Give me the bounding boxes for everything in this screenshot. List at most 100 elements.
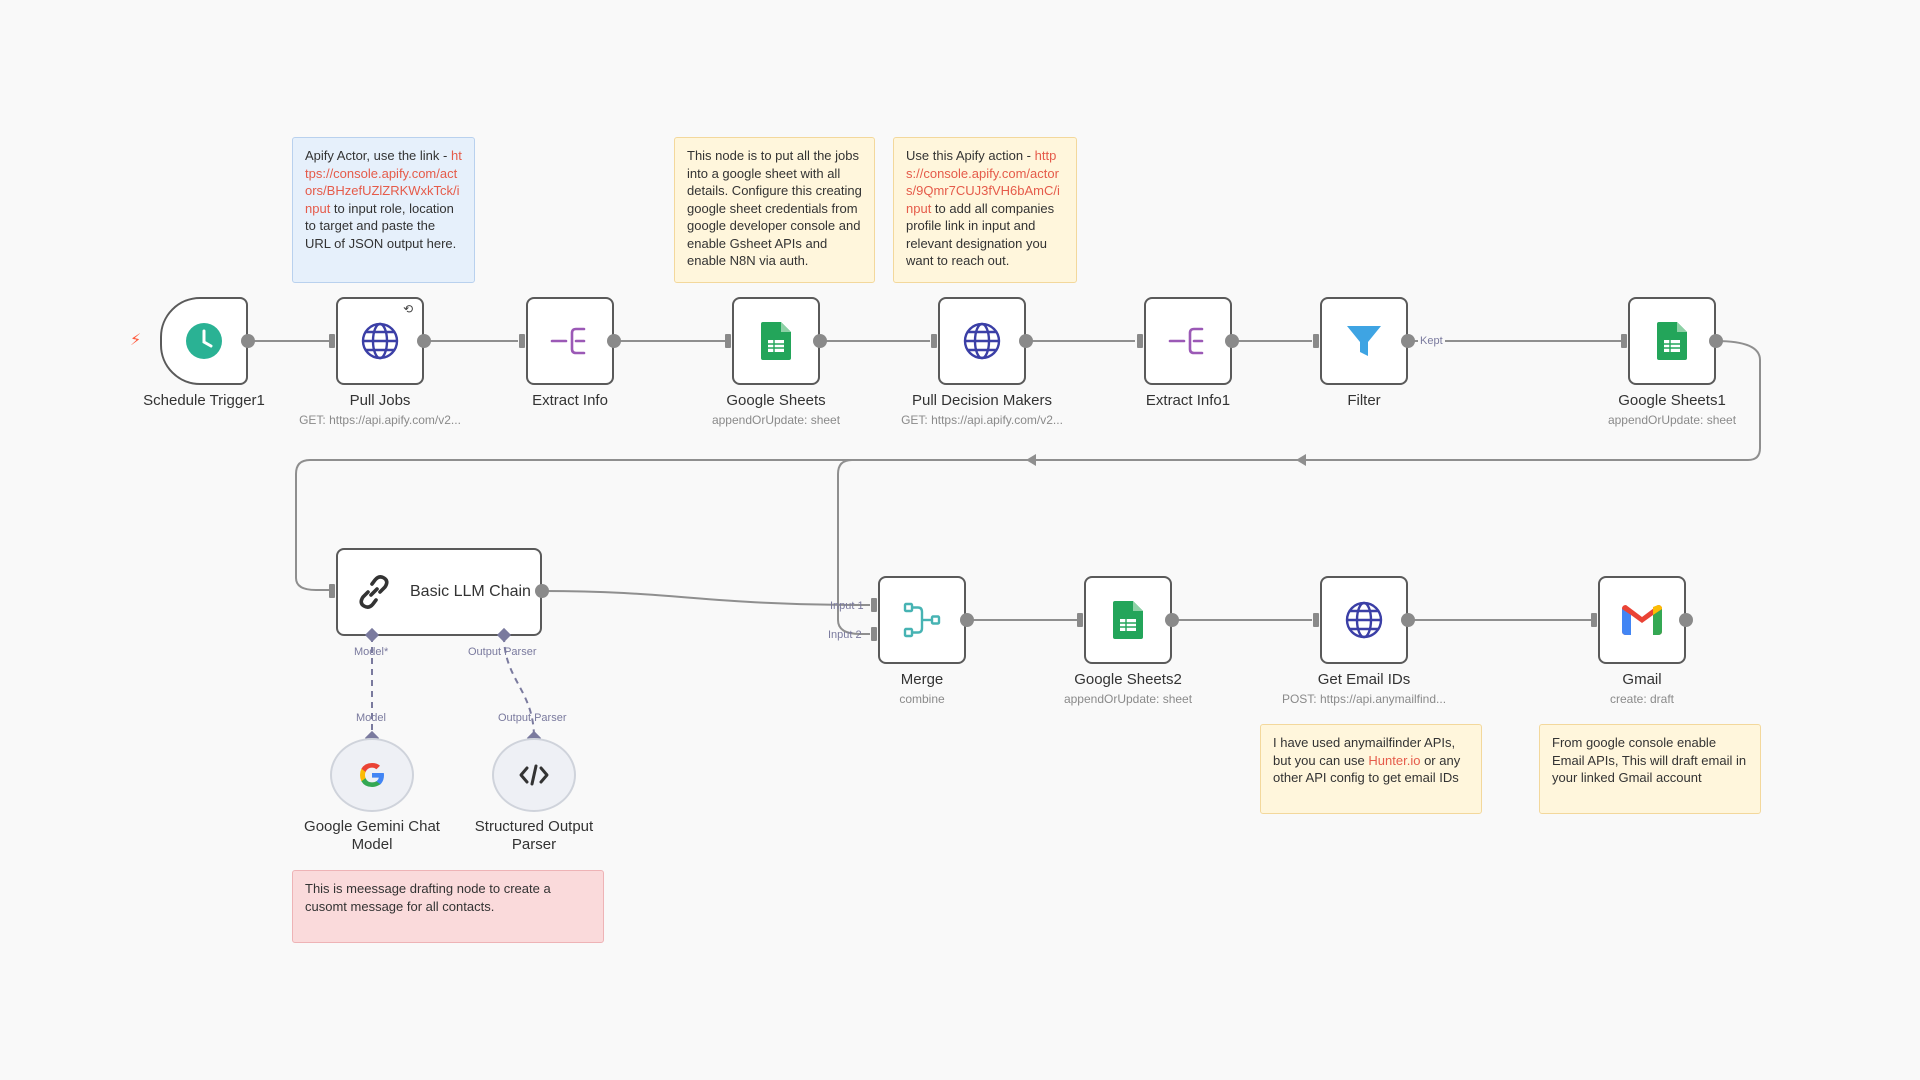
node-gmail[interactable]	[1598, 576, 1686, 664]
output-handle[interactable]	[1165, 613, 1179, 627]
node-google-sheets1[interactable]	[1628, 297, 1716, 385]
code-brackets-icon	[519, 764, 549, 786]
google-sheets-icon	[1113, 601, 1143, 639]
input-handle[interactable]	[1137, 334, 1143, 348]
input-handle[interactable]	[329, 334, 335, 348]
node-title: Google Sheets1	[1618, 392, 1726, 409]
note-text: to input role, location to target and pa…	[305, 200, 457, 251]
output-handle[interactable]	[417, 334, 431, 348]
node-title-line1: Google Gemini Chat	[304, 818, 440, 835]
node-title: Get Email IDs	[1317, 671, 1411, 688]
port-label-output-parser: Output Parser	[468, 646, 537, 658]
sticky-note-email[interactable]: I have used anymailfinder APIs, but you …	[1260, 724, 1482, 814]
sticky-note-decision-makers[interactable]: Use this Apify action - https://console.…	[893, 137, 1077, 283]
merge-icon	[903, 602, 941, 638]
node-subtitle: GET: https://api.apify.com/v2...	[299, 413, 461, 427]
link-chain-icon	[359, 575, 389, 609]
sticky-note-llm[interactable]: This is meessage drafting node to create…	[292, 870, 604, 943]
output-handle[interactable]	[241, 334, 255, 348]
input-handle-1[interactable]	[871, 598, 877, 612]
node-subtitle: create: draft	[1609, 692, 1675, 706]
globe-icon	[361, 322, 399, 360]
input-handle[interactable]	[329, 584, 335, 598]
output-handle[interactable]	[1225, 334, 1239, 348]
input-handle[interactable]	[1313, 334, 1319, 348]
node-title: Google Sheets	[726, 392, 826, 409]
node-title: Pull Decision Makers	[911, 392, 1053, 409]
note-link[interactable]: https://console.apify.com/actors/9Qmr7CU…	[906, 148, 1060, 216]
node-google-gemini-chat-model[interactable]	[330, 738, 414, 812]
node-title: Merge	[900, 671, 944, 688]
node-subtitle: GET: https://api.apify.com/v2...	[901, 413, 1063, 427]
input-handle[interactable]	[1077, 613, 1083, 627]
node-title: Google Sheets2	[1074, 671, 1182, 688]
port-label-kept: Kept	[1418, 335, 1445, 347]
node-subtitle: combine	[899, 692, 945, 706]
port-label-input2: Input 2	[828, 629, 862, 641]
edge-arrow	[1026, 454, 1036, 466]
sticky-note-sheets[interactable]: This node is to put all the jobs into a …	[674, 137, 875, 283]
globe-icon	[1345, 601, 1383, 639]
node-title: Gmail	[1622, 671, 1662, 688]
output-handle[interactable]	[813, 334, 827, 348]
globe-icon	[963, 322, 1001, 360]
node-basic-llm-chain[interactable]: Basic LLM Chain	[336, 548, 542, 636]
node-title: Extract Info	[532, 392, 608, 409]
node-title: Filter	[1347, 392, 1381, 409]
port-label-input1: Input 1	[830, 600, 864, 612]
output-handle[interactable]	[1709, 334, 1723, 348]
node-merge[interactable]	[878, 576, 966, 664]
node-schedule-trigger[interactable]	[160, 297, 248, 385]
input-handle[interactable]	[1621, 334, 1627, 348]
node-title-line2: Parser	[511, 836, 557, 853]
split-out-icon	[550, 327, 586, 355]
node-title-line2: Model	[351, 836, 393, 853]
node-structured-output-parser[interactable]	[492, 738, 576, 812]
node-subtitle: appendOrUpdate: sheet	[1607, 413, 1737, 427]
sticky-note-apify-jobs[interactable]: Apify Actor, use the link - https://cons…	[292, 137, 475, 283]
note-link[interactable]: Hunter.io	[1368, 752, 1421, 768]
node-get-email-ids[interactable]	[1320, 576, 1408, 664]
input-handle[interactable]	[1313, 613, 1319, 627]
output-handle[interactable]	[1019, 334, 1033, 348]
output-handle[interactable]	[1679, 613, 1693, 627]
input-handle[interactable]	[1591, 613, 1597, 627]
output-handle-kept[interactable]	[1401, 334, 1415, 348]
node-pull-jobs[interactable]	[336, 297, 424, 385]
input-handle[interactable]	[931, 334, 937, 348]
node-subtitle: appendOrUpdate: sheet	[1063, 692, 1193, 706]
port-label-output-parser-in: Output Parser	[498, 712, 567, 724]
sticky-note-gmail[interactable]: From google console enable Email APIs, T…	[1539, 724, 1761, 814]
note-link[interactable]: https://console.apify.com/actors/BHzefUZ…	[305, 148, 462, 216]
input-handle[interactable]	[725, 334, 731, 348]
node-pull-decision-makers[interactable]	[938, 297, 1026, 385]
node-google-sheets2[interactable]	[1084, 576, 1172, 664]
node-google-sheets[interactable]	[732, 297, 820, 385]
note-text: Apify Actor, use the link -	[305, 148, 451, 163]
node-extract-info1[interactable]	[1144, 297, 1232, 385]
output-handle[interactable]	[1401, 613, 1415, 627]
output-handle[interactable]	[960, 613, 974, 627]
trigger-bolt-icon: ⚡	[130, 332, 142, 349]
split-out-icon	[1168, 327, 1204, 355]
clock-icon	[186, 323, 222, 359]
note-text: I have used anymailfinder APIs, but you …	[1273, 735, 1456, 768]
retry-icon: ⟲	[403, 302, 414, 316]
input-handle[interactable]	[519, 334, 525, 348]
note-text: Use this Apify action -	[906, 148, 1035, 163]
port-label-model: Model*	[354, 646, 389, 658]
output-handle[interactable]	[535, 584, 549, 598]
gmail-icon	[1622, 605, 1662, 635]
note-text: From google console enable Email APIs, T…	[1552, 735, 1747, 785]
node-title: Basic LLM Chain	[410, 583, 531, 600]
node-filter[interactable]	[1320, 297, 1408, 385]
node-subtitle: POST: https://api.anymailfind...	[1281, 692, 1447, 706]
input-handle-2[interactable]	[871, 627, 877, 641]
output-handle[interactable]	[607, 334, 621, 348]
node-title: Schedule Trigger1	[143, 392, 265, 409]
node-title: Extract Info1	[1145, 392, 1231, 409]
note-text: This node is to put all the jobs into a …	[687, 148, 862, 268]
node-extract-info[interactable]	[526, 297, 614, 385]
node-title-line1: Structured Output	[474, 818, 594, 835]
